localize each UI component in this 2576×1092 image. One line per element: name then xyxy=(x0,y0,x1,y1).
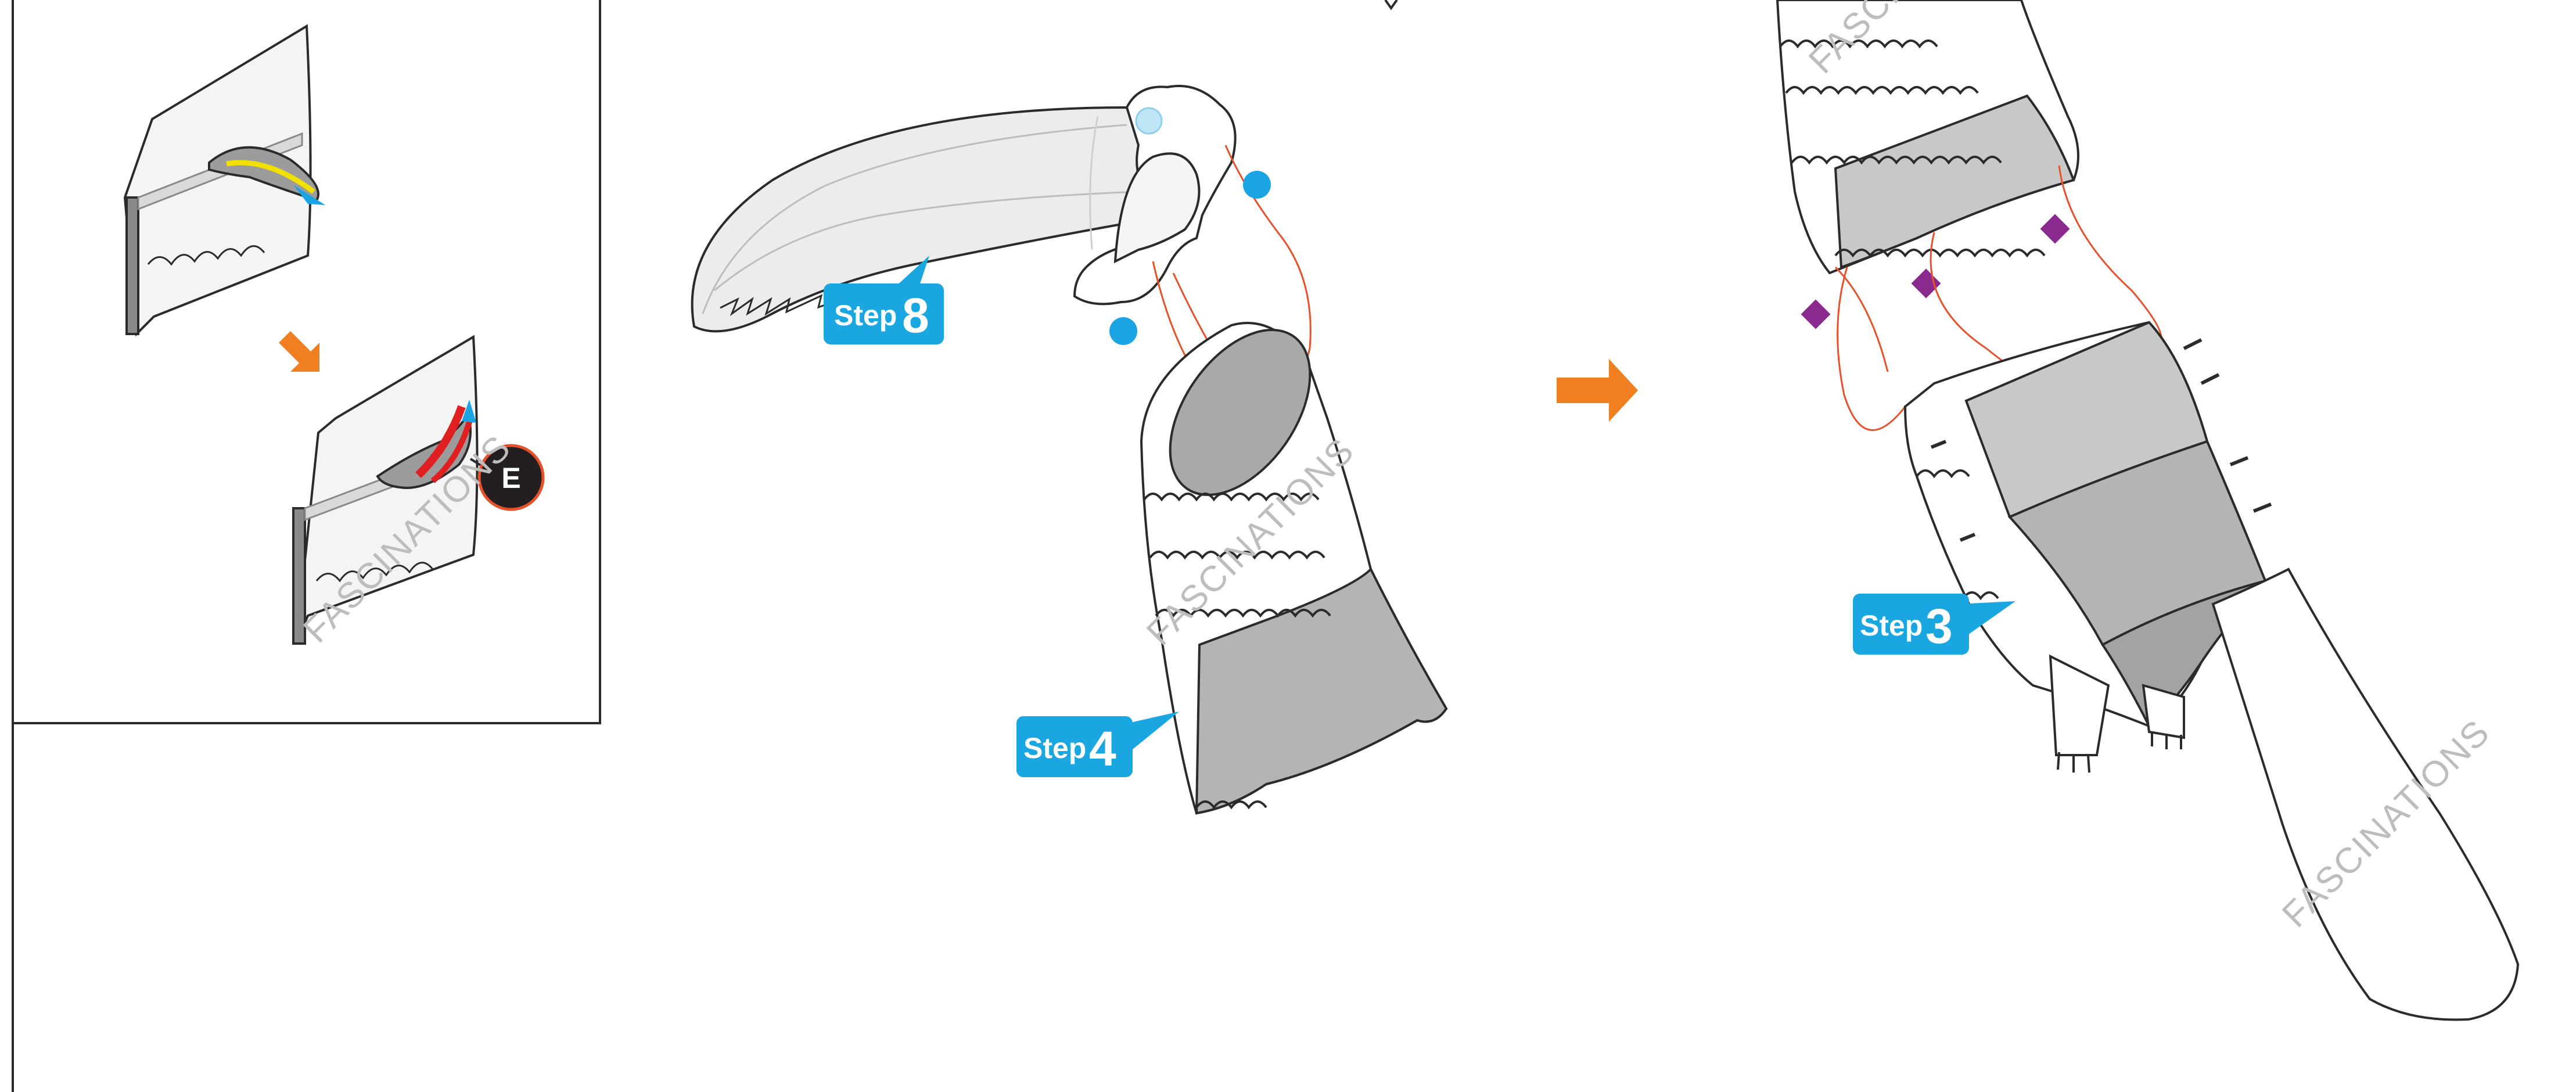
next-arrow-icon xyxy=(1557,359,1638,422)
step-8-word: Step xyxy=(834,299,897,332)
inset-sheet-top xyxy=(125,26,325,334)
crop-mark xyxy=(1385,0,1397,8)
blue-dot-marker xyxy=(1109,317,1137,345)
step-8-number: 8 xyxy=(902,288,929,343)
purple-diamond-marker xyxy=(1801,300,1831,329)
toucan-beak xyxy=(692,86,1235,331)
purple-diamond-marker xyxy=(1912,269,1941,299)
inset-panel: E FASCINATIONS xyxy=(13,0,600,1092)
blue-dot-marker xyxy=(1243,171,1271,199)
step-4-word: Step xyxy=(1023,732,1086,764)
step-4-number: 4 xyxy=(1089,721,1116,776)
step-4-label: Step 4 xyxy=(1016,712,1179,777)
orange-arrow-icon xyxy=(279,331,319,372)
eye-patch xyxy=(1136,108,1162,134)
toucan-body-bottom xyxy=(1905,322,2271,726)
step-3-word: Step xyxy=(1860,609,1923,642)
step-3-number: 3 xyxy=(1925,599,1953,653)
toucan-neck xyxy=(1141,304,1446,813)
purple-diamond-marker xyxy=(2040,214,2070,244)
toucan-tail xyxy=(2213,569,2518,1020)
